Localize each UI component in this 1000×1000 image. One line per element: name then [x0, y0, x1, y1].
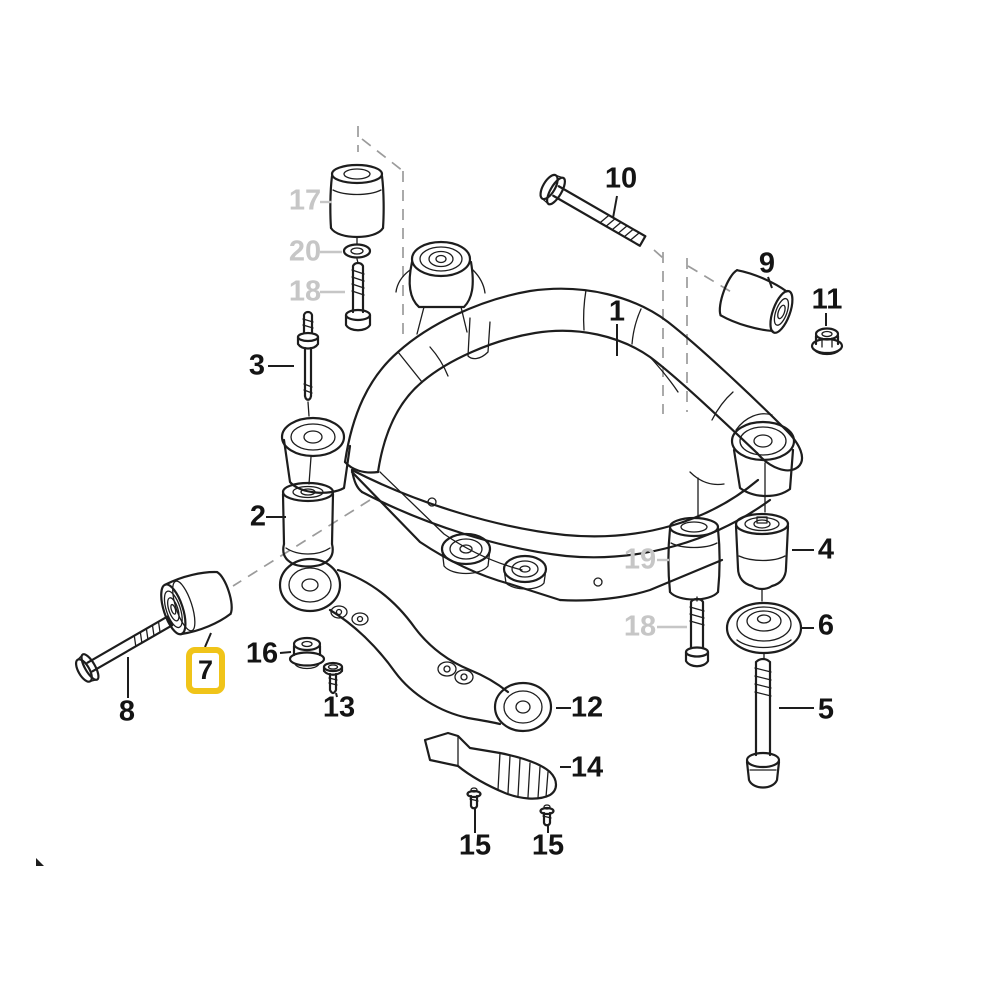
- page-corner-mark: [36, 858, 44, 866]
- callout-12[interactable]: 12: [570, 691, 604, 724]
- part-18-right-bolt-drawing[interactable]: [684, 597, 710, 668]
- callout-18-lower[interactable]: 18: [623, 610, 657, 643]
- part-20-washer-drawing[interactable]: [342, 243, 372, 264]
- callout-8[interactable]: 8: [118, 695, 136, 728]
- part-8-bolt-drawing[interactable]: [72, 608, 177, 685]
- part-4-bushing-drawing[interactable]: [734, 512, 790, 602]
- part-17-bushing-drawing[interactable]: [329, 163, 385, 245]
- part-5-bolt-drawing[interactable]: [745, 657, 781, 789]
- callout-11[interactable]: 11: [811, 283, 843, 316]
- part-14-heat-shield-drawing[interactable]: [423, 731, 558, 800]
- callout-17[interactable]: 17: [288, 184, 322, 217]
- callout-4[interactable]: 4: [817, 533, 835, 566]
- callout-14[interactable]: 14: [570, 751, 604, 784]
- part-19-bushing-drawing[interactable]: [667, 516, 721, 602]
- part-9-bushing-drawing[interactable]: [715, 267, 798, 339]
- callout-19[interactable]: 19: [623, 543, 657, 576]
- callout-6[interactable]: 6: [817, 609, 835, 642]
- callout-18-upper[interactable]: 18: [288, 275, 322, 308]
- part-13-screw-drawing[interactable]: [322, 661, 344, 695]
- callout-5[interactable]: 5: [817, 693, 835, 726]
- part-2-bushing-drawing[interactable]: [281, 481, 335, 568]
- callout-20[interactable]: 20: [288, 235, 322, 268]
- callout-10[interactable]: 10: [604, 162, 638, 195]
- part-3-stud-drawing[interactable]: [296, 310, 320, 485]
- callout-2[interactable]: 2: [249, 500, 267, 533]
- leader-lines: [127, 195, 827, 833]
- part-15-screw-left-drawing[interactable]: [466, 787, 482, 810]
- callout-13[interactable]: 13: [322, 691, 356, 724]
- part-16-cap-drawing[interactable]: [288, 636, 326, 670]
- part-12-cross-brace-drawing[interactable]: [278, 557, 553, 733]
- callout-15-left[interactable]: 15: [458, 829, 492, 862]
- part-6-washer-drawing[interactable]: [725, 601, 803, 660]
- muted-leader-lines: [320, 200, 687, 629]
- callout-7-highlighted[interactable]: 7: [186, 647, 225, 694]
- part-11-nut-drawing[interactable]: [810, 327, 844, 356]
- callout-3[interactable]: 3: [248, 349, 266, 382]
- callout-16[interactable]: 16: [245, 637, 279, 670]
- part-15-screw-right-drawing[interactable]: [539, 804, 555, 827]
- callout-9[interactable]: 9: [758, 247, 776, 280]
- part-18-left-bolt-drawing[interactable]: [344, 261, 372, 332]
- subframe-drawing[interactable]: [280, 240, 803, 602]
- part-7-bushing-drawing[interactable]: [156, 565, 237, 638]
- callout-1[interactable]: 1: [608, 295, 626, 328]
- part-10-bolt-drawing[interactable]: [536, 171, 650, 254]
- callout-15-right[interactable]: 15: [531, 829, 565, 862]
